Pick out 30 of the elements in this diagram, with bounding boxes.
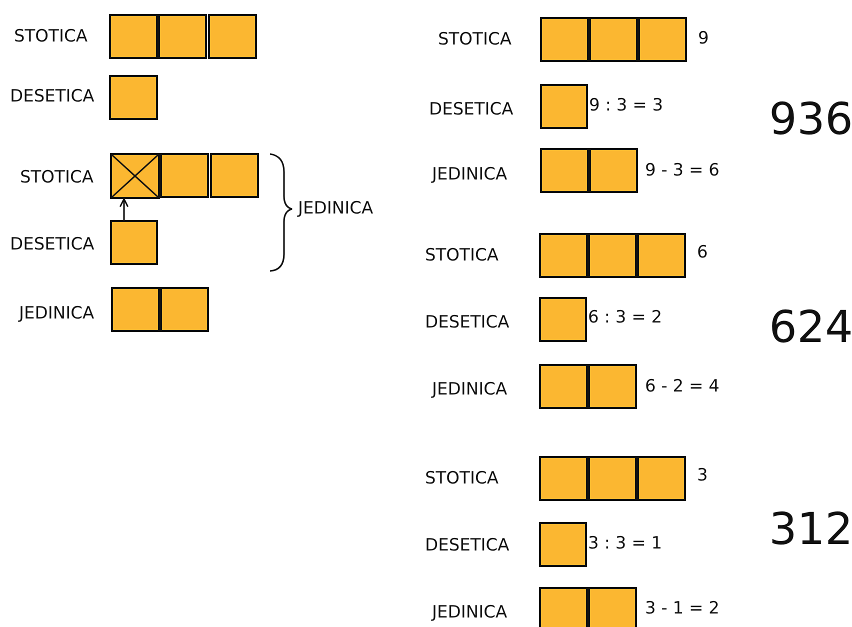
equation: 3 - 1 = 2	[645, 600, 720, 618]
equation: 9 : 3 = 3	[589, 98, 664, 114]
place-value-label: STOTICA	[438, 32, 512, 48]
place-value-label: DESETICA	[429, 102, 514, 118]
place-value-label: JEDINICA	[432, 382, 508, 398]
number: 624	[769, 306, 852, 350]
equation: 3 : 3 = 1	[588, 536, 662, 552]
place-value-label: DESETICA	[10, 88, 94, 106]
place-value-label: STOTICA	[14, 28, 88, 46]
place-value-label: JEDINICA	[432, 604, 508, 622]
digit-value: 9	[698, 30, 709, 48]
bar-cell	[110, 220, 158, 265]
number: 312	[769, 508, 852, 552]
place-value-label: STOTICA	[425, 248, 498, 264]
place-value-label: DESETICA	[425, 314, 510, 332]
brace-label: JEDINICA	[298, 200, 374, 218]
place-value-label: DESETICA	[425, 538, 510, 554]
equation: 6 - 2 = 4	[645, 378, 720, 396]
crossed-out-cell	[110, 153, 160, 199]
equation: 6 : 3 = 2	[588, 310, 662, 326]
place-value-label: STOTICA	[425, 470, 498, 488]
place-value-label: JEDINICA	[432, 166, 508, 184]
place-value-label: STOTICA	[20, 170, 94, 186]
digit-value: 6	[697, 244, 708, 262]
digit-value: 3	[697, 468, 708, 484]
place-value-label: JEDINICA	[19, 306, 94, 322]
place-value-label: DESETICA	[10, 236, 94, 254]
equation: 9 - 3 = 6	[645, 162, 720, 180]
arrow	[119, 198, 129, 220]
number: 936	[769, 98, 852, 142]
